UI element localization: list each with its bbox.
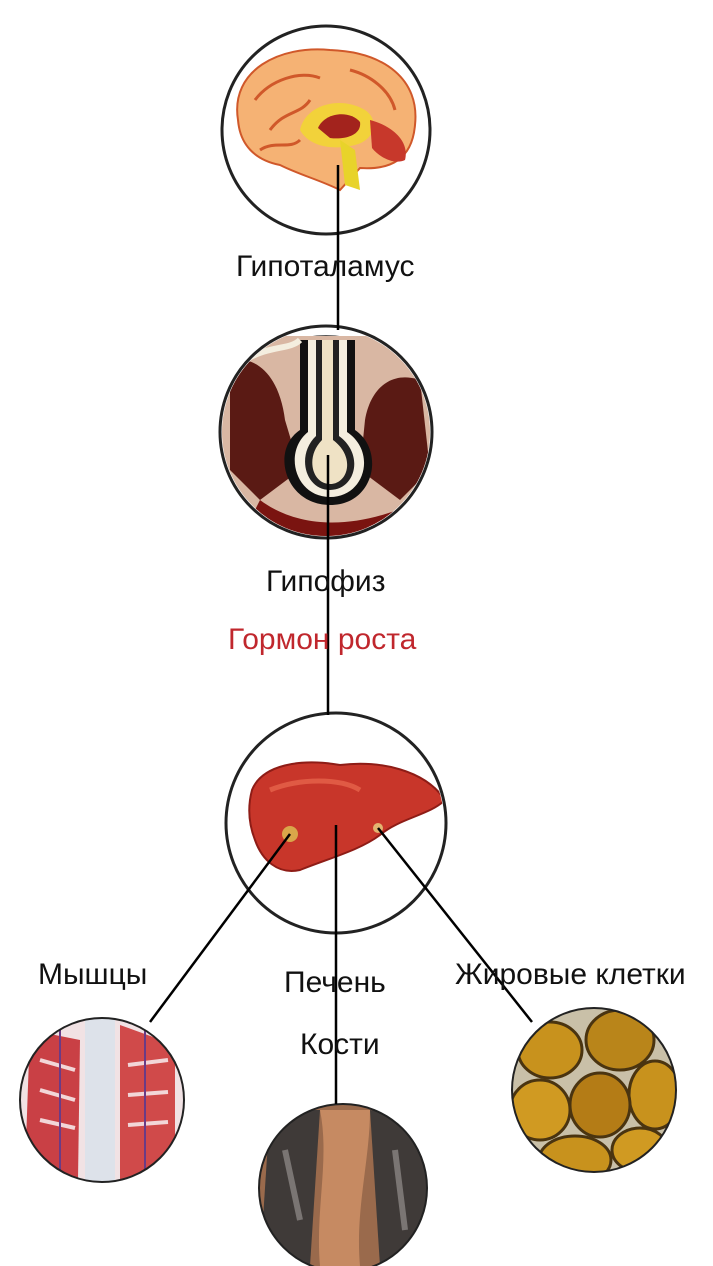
label-fat-cells: Жировые клетки: [455, 960, 686, 990]
label-muscles: Мышцы: [38, 960, 147, 990]
fat-cells-icon: [510, 1006, 681, 1184]
connector-liver-muscles: [150, 834, 290, 1022]
label-hypothalamus: Гипоталамус: [236, 252, 415, 282]
label-bones: Кости: [300, 1030, 380, 1060]
muscle-tissue-icon: [20, 1018, 184, 1182]
pituitary-gland-icon: [220, 326, 432, 540]
label-pituitary: Гипофиз: [266, 567, 385, 597]
connector-liver-fat: [378, 828, 532, 1022]
bone-tissue-icon: [258, 1104, 430, 1266]
brain-icon: [222, 26, 430, 234]
label-hormone: Гормон роста: [228, 625, 416, 655]
label-liver: Печень: [284, 968, 386, 998]
